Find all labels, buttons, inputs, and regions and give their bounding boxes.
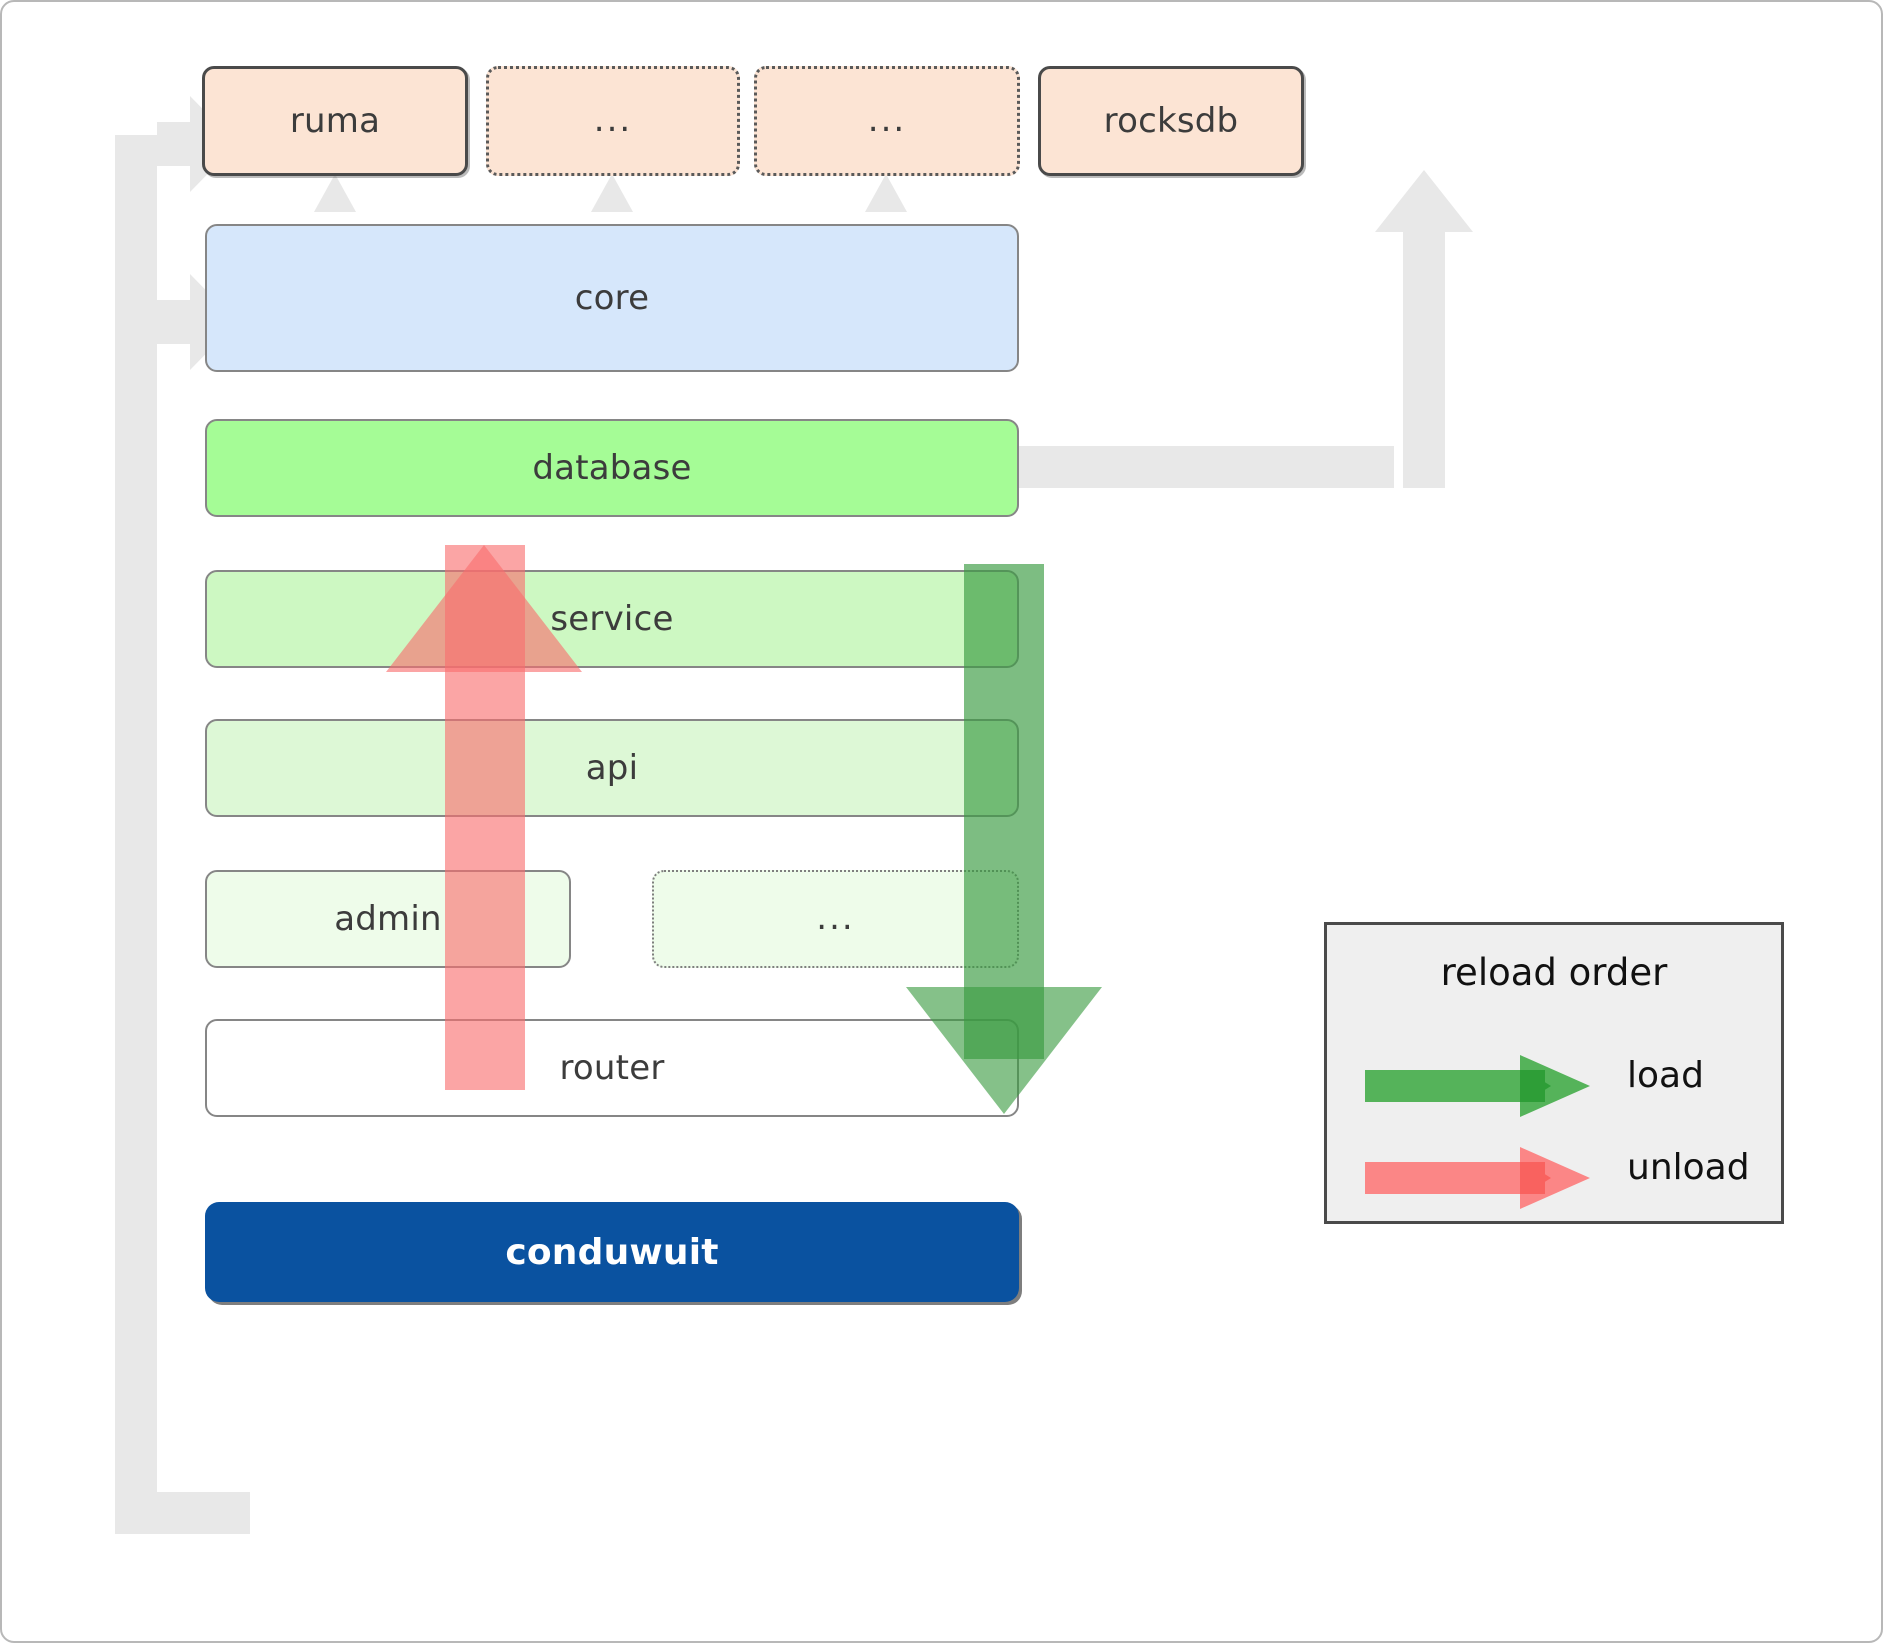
dependency-node-ellipsis-2[interactable]: ... — [754, 66, 1020, 176]
database-to-rocksdb-connector — [1016, 170, 1473, 488]
layer-label: database — [532, 448, 692, 488]
legend-panel: reload order load unload — [1324, 922, 1784, 1224]
legend-label-load: load — [1627, 1055, 1704, 1096]
unload-arrow-icon — [1365, 1147, 1590, 1209]
layer-label: core — [574, 278, 650, 318]
layer-node-core[interactable]: core — [205, 224, 1019, 372]
dependency-label: ... — [867, 100, 907, 141]
layer-label: service — [550, 599, 674, 639]
layer-node-admin[interactable]: admin — [205, 870, 571, 968]
root-node-conduwuit[interactable]: conduwuit — [205, 1202, 1019, 1302]
root-node-label: conduwuit — [505, 1231, 719, 1273]
dependency-label: ruma — [289, 101, 381, 141]
legend-row-load: load — [1327, 1037, 1781, 1133]
layer-node-service[interactable]: service — [205, 570, 1019, 668]
dependency-node-ellipsis-1[interactable]: ... — [486, 66, 740, 176]
dependency-node-ruma[interactable]: ruma — [202, 66, 468, 176]
layer-node-router[interactable]: router — [205, 1019, 1019, 1117]
load-arrow-icon — [1365, 1055, 1590, 1117]
legend-row-unload: unload — [1327, 1129, 1781, 1225]
legend-title: reload order — [1440, 951, 1668, 994]
dependency-label: rocksdb — [1103, 101, 1239, 141]
layer-label: admin — [334, 899, 442, 939]
layer-node-ellipsis[interactable]: ... — [652, 870, 1019, 968]
layer-node-database[interactable]: database — [205, 419, 1019, 517]
layer-label: api — [585, 748, 639, 788]
dependency-node-rocksdb[interactable]: rocksdb — [1038, 66, 1304, 176]
layer-node-api[interactable]: api — [205, 719, 1019, 817]
dependency-label: ... — [593, 100, 633, 141]
layer-label: router — [559, 1048, 665, 1088]
layer-label: ... — [816, 898, 855, 939]
legend-label-unload: unload — [1627, 1147, 1750, 1188]
